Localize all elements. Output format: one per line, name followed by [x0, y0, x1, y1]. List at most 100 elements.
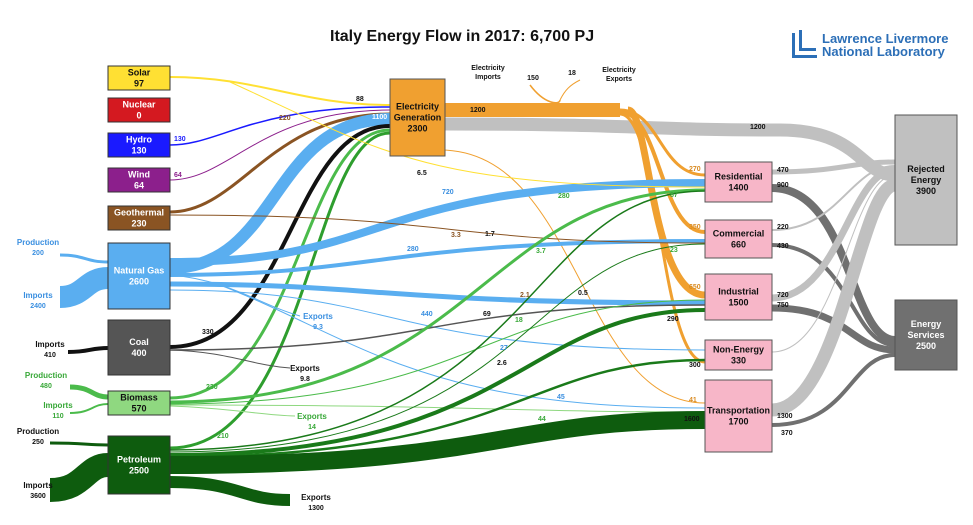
source-petroleum-box: [107, 435, 171, 495]
sector-residential-box: [704, 161, 773, 203]
output-rejected-value: 3900: [916, 186, 936, 196]
flow-elec-imports: [529, 84, 561, 104]
flow-solar-res: [229, 81, 706, 188]
flow-value-ind-srv: 750: [777, 302, 789, 309]
source-nuclear-box: [107, 97, 171, 123]
flow-gas-imp: [59, 267, 109, 308]
flow-value-solar-com: 1.7: [485, 231, 495, 238]
coal-exports-label: Exports: [290, 364, 320, 373]
source-hydro-label: Hydro: [126, 135, 153, 145]
electricity-generation-node-value: Generation: [394, 113, 442, 123]
flow-res-rej: [771, 159, 896, 175]
flow-value-res-srv: 900: [777, 182, 789, 189]
sector-non-energy-box: [704, 339, 773, 371]
flow-gas-com: [169, 239, 706, 277]
sector-commercial-value: 660: [731, 240, 746, 250]
flows: [49, 76, 897, 506]
source-biomass-label: Biomass: [120, 393, 158, 403]
flow-pet-com: [169, 243, 706, 453]
flow-bio-prod: [69, 384, 109, 400]
sector-industrial-box: [704, 273, 773, 321]
petroleum-exports-label: Exports: [301, 493, 331, 502]
flow-value-geo-elec: 220: [279, 115, 291, 122]
source-solar-label: Solar: [128, 68, 151, 78]
source-petroleum-value: 2500: [129, 466, 149, 476]
source-solar-value: 97: [134, 79, 144, 89]
flow-pet-tr: [169, 411, 706, 474]
logo-line2: National Laboratory: [822, 44, 945, 59]
gas-imports-label: Imports: [23, 291, 53, 300]
flow-gas-elec: [169, 113, 391, 274]
source-nuclear-value: 0: [136, 111, 141, 121]
petroleum-production-label: Production: [17, 427, 59, 436]
gas-exports-value: 9.3: [313, 324, 323, 331]
nodes: Solar97Nuclear0Hydro130Wind64Geothermal2…: [107, 65, 958, 495]
sector-industrial-label: Industrial: [718, 287, 759, 297]
flow-res-srv: [771, 184, 896, 344]
petroleum-exports-value: 1300: [308, 505, 324, 512]
source-hydro-box: [107, 132, 171, 158]
sector-commercial-label: Commercial: [713, 229, 765, 239]
llnl-logo-icon: [792, 29, 817, 58]
source-coal-box: [107, 319, 171, 376]
biomass-exports-value: 14: [308, 424, 316, 431]
flow-pet-elec: [169, 131, 391, 450]
output-rejected-box: [894, 114, 958, 246]
flow-pet-ind: [169, 308, 706, 457]
flow-value-geo-ind: 2.1: [520, 292, 530, 299]
source-wind-value: 64: [134, 181, 144, 191]
flow-value-bio-elec: 230: [206, 384, 218, 391]
flow-ne-rej: [771, 174, 896, 353]
source-coal-label: Coal: [129, 337, 149, 347]
flow-ind-srv: [771, 304, 896, 354]
flow-elec-rejected: [444, 117, 896, 182]
flow-bio-res: [169, 188, 706, 404]
sector-transportation-label: Transportation: [707, 406, 770, 416]
flow-value-pet-res: 87: [670, 192, 678, 199]
flow-value-pet-ne: 0.5: [578, 290, 588, 297]
output-rejected-value: Energy: [911, 175, 942, 185]
electricity-exports-value: 18: [568, 70, 576, 77]
flow-value-gas-res: 720: [442, 189, 454, 196]
flow-value-wind-elec: 64: [174, 172, 182, 179]
biomass-imports-label: Imports: [43, 401, 73, 410]
electricity-generation-node-box: [389, 78, 446, 157]
flow-solar-elec: [169, 76, 391, 106]
coal-exports-value: 9.8: [300, 376, 310, 383]
coal-imports-label: Imports: [35, 340, 65, 349]
flow-value-com-rej: 220: [777, 224, 789, 231]
flow-value-elec-ne: 300: [689, 362, 701, 369]
gas-imports-value: 2400: [30, 303, 46, 310]
source-biomass-value: 570: [131, 404, 146, 414]
flow-bio-imp: [69, 403, 109, 414]
flow-gas-prod: [59, 253, 109, 264]
electricity-exports-label2: Exports: [606, 76, 632, 83]
gas-exports-label: Exports: [303, 312, 333, 321]
logo-line1: Lawrence Livermore: [822, 31, 949, 46]
petroleum-imports-label: Imports: [23, 481, 53, 490]
biomass-exports-label: Exports: [297, 412, 327, 421]
electricity-imports-label1: Electricity: [471, 65, 505, 72]
flow-coal-imp: [67, 346, 109, 354]
flow-value-solar-elec: 88: [356, 96, 364, 103]
sector-transportation-box: [704, 379, 773, 453]
source-biomass-box: [107, 390, 171, 416]
flow-value-solar-res: 6.5: [417, 170, 427, 177]
source-wind-box: [107, 167, 171, 193]
flow-value-com-srv: 430: [777, 243, 789, 250]
flow-value-pet-com: 23: [670, 247, 678, 254]
flow-value-elec-tr: 41: [689, 397, 697, 404]
electricity-generation-node-value: 2300: [407, 124, 427, 134]
flow-bio-exports: [169, 405, 296, 417]
sector-residential-label: Residential: [714, 172, 762, 182]
